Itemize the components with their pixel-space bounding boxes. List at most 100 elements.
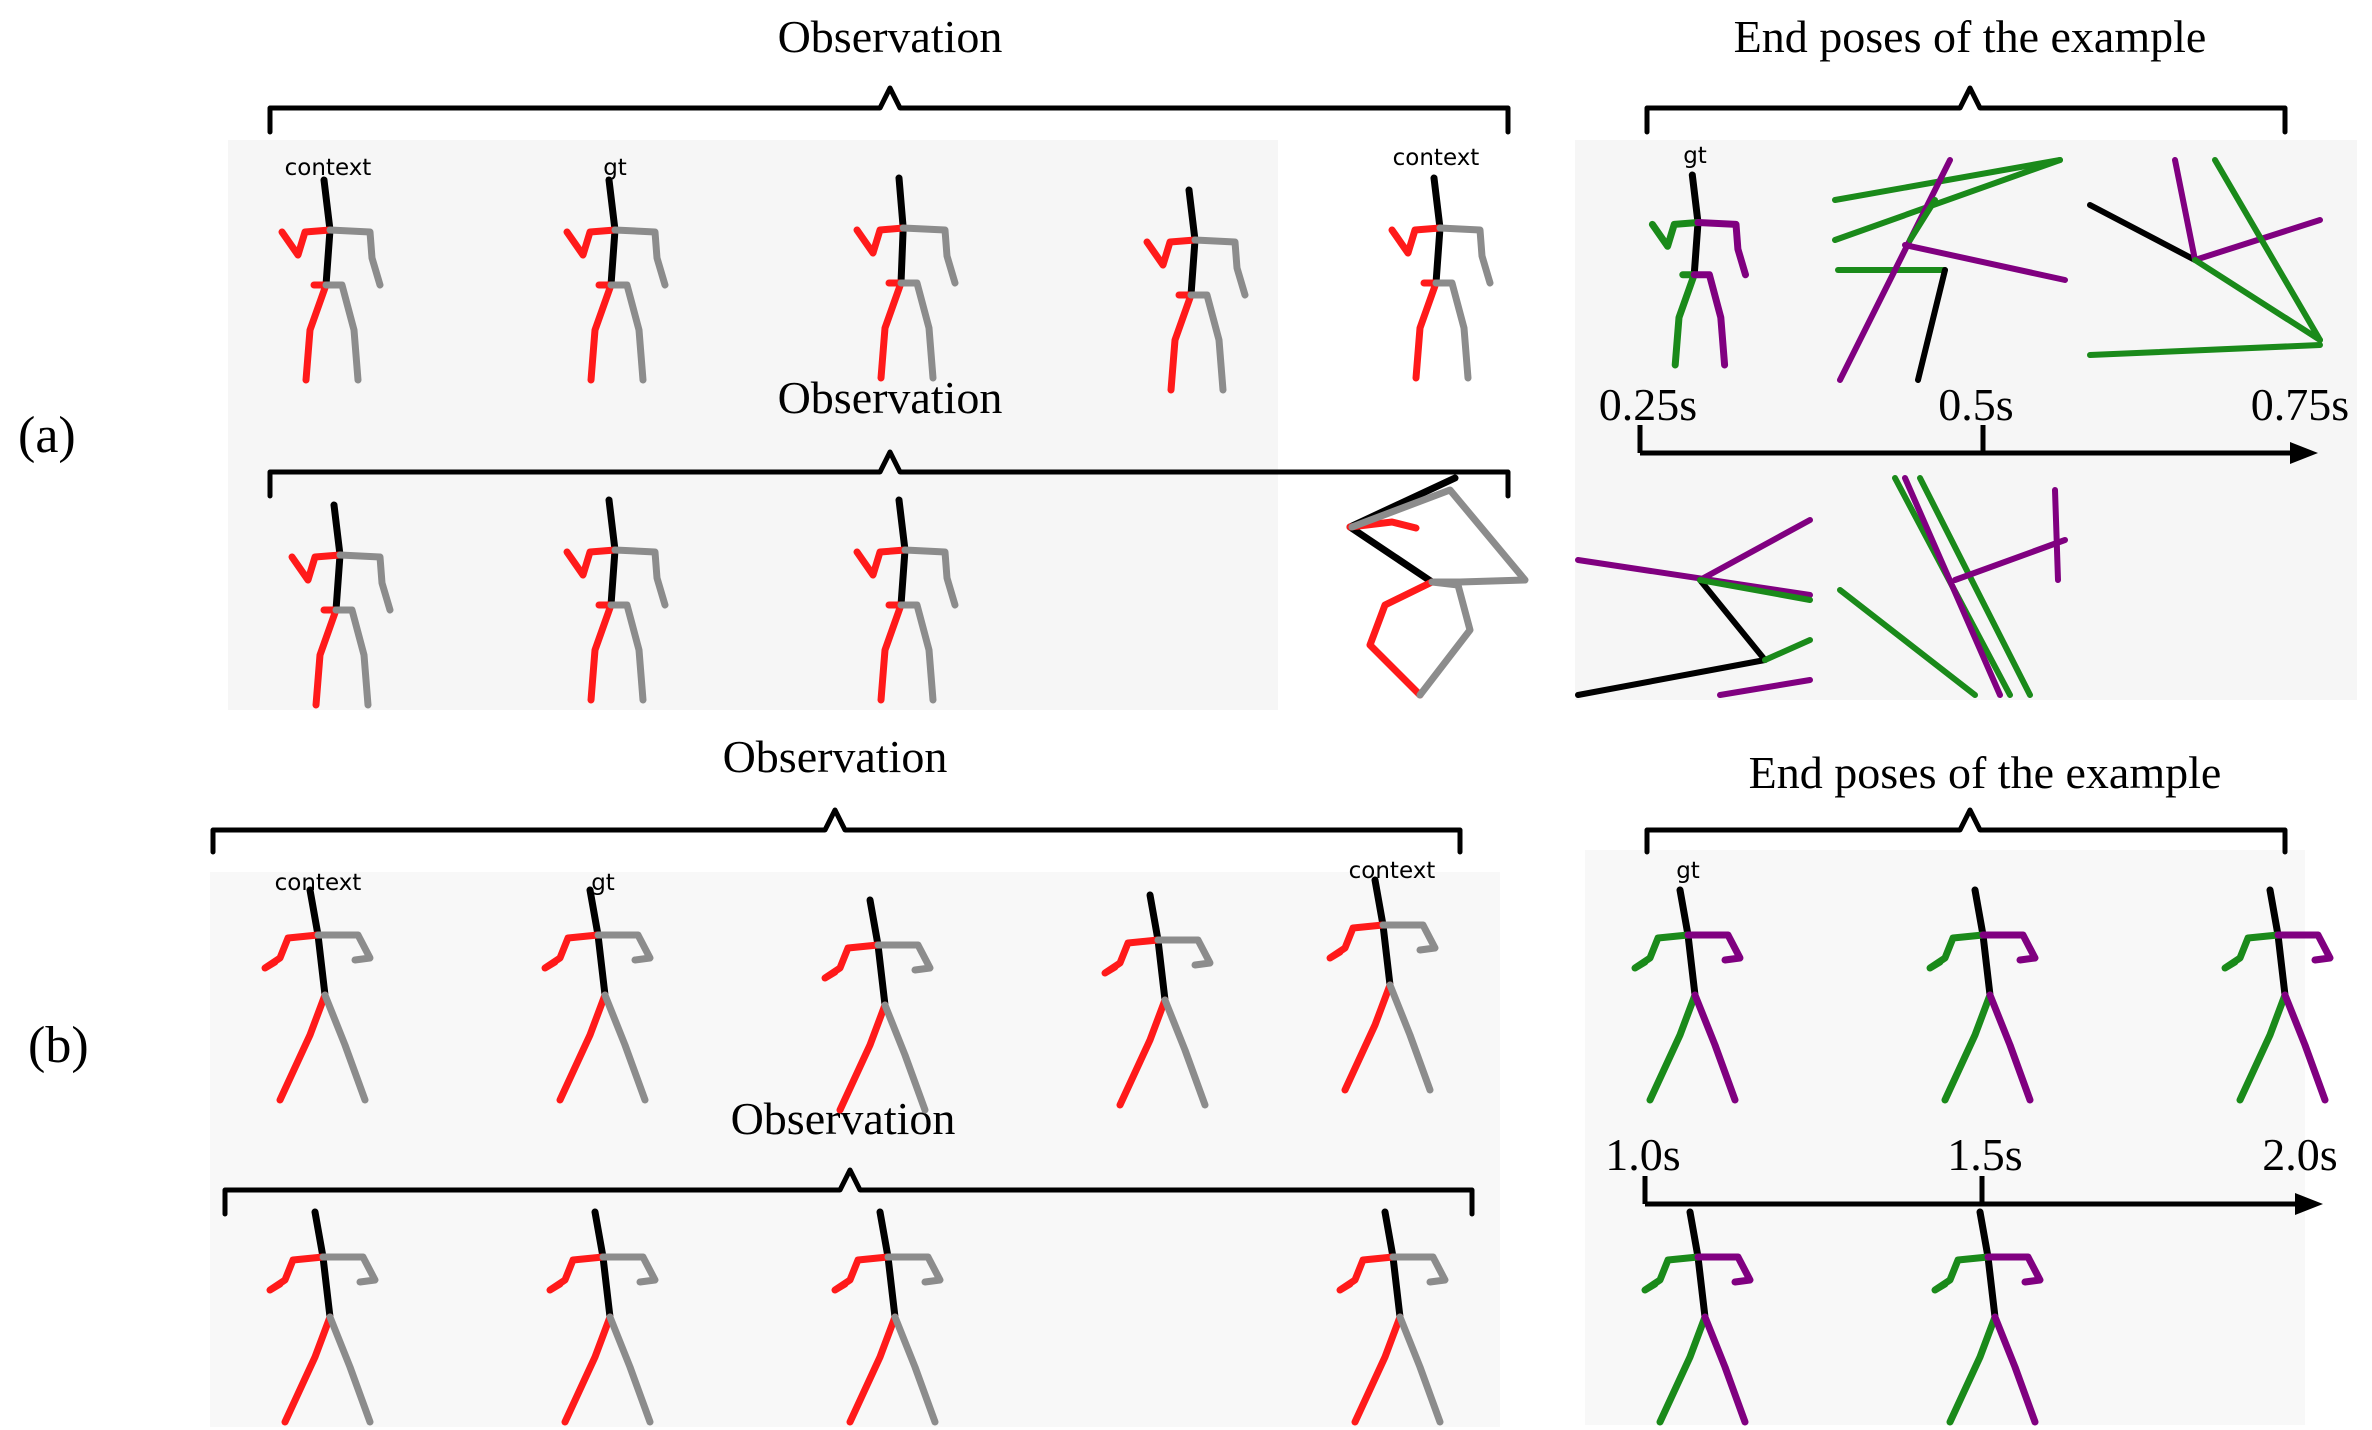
right-leg-line <box>1690 271 1729 369</box>
limb-line <box>1907 197 1938 243</box>
right-arm-line <box>901 546 959 609</box>
right-arm-line <box>1389 1253 1449 1286</box>
tag-gt-end-a: gt <box>1683 143 1707 169</box>
left-arm-line <box>1926 931 1987 972</box>
timeline-arrowhead-b <box>2295 1193 2323 1215</box>
timeline-a <box>1637 425 2295 456</box>
right-leg-line <box>606 1313 654 1426</box>
skeleton-a2-distorted <box>1346 474 1529 699</box>
left-leg-line <box>1351 1313 1404 1426</box>
right-arm-line <box>1979 931 2039 964</box>
brace-observation-a1 <box>267 85 1511 135</box>
limb-line <box>2192 217 2323 263</box>
skeleton-a1-4 <box>1388 174 1494 382</box>
left-leg-line <box>312 606 340 709</box>
brace-observation-a2 <box>267 449 1511 499</box>
skeleton-figures <box>261 157 2334 1426</box>
skeleton-b2-0 <box>266 1208 379 1426</box>
left-leg-line <box>1412 279 1440 382</box>
right-arm-line <box>599 1253 659 1286</box>
skeleton-b2-2 <box>831 1208 944 1426</box>
right-arm-line <box>1984 1253 2044 1286</box>
left-leg-line <box>1646 991 1699 1104</box>
tag-context-b-first: context <box>275 870 362 896</box>
timeline-label-a-2: 0.75s <box>2251 379 2349 430</box>
left-arm-line <box>821 941 882 982</box>
left-leg-line <box>561 1313 614 1426</box>
right-arm-line <box>611 226 669 289</box>
right-arm-line <box>1379 921 1439 954</box>
brace-end-poses-a <box>1644 85 2288 135</box>
tag-gt-a: gt <box>603 155 627 181</box>
left-arm-line <box>1326 921 1387 962</box>
right-leg-line <box>322 281 362 384</box>
limb-line <box>1952 537 2068 583</box>
spine-line <box>2087 202 2198 263</box>
left-arm-line <box>278 226 334 259</box>
right-arm-line <box>1348 486 1529 586</box>
panel-label-b: (b) <box>28 1017 89 1074</box>
limb-line <box>1832 157 2063 203</box>
right-arm-line <box>326 226 384 289</box>
skeleton-a2-1 <box>563 496 669 704</box>
skeleton-end-b1-0 <box>1631 886 1744 1104</box>
observation-frame-a <box>228 140 1278 710</box>
skeleton-end-a2-0 <box>1575 517 1813 698</box>
left-leg-line <box>877 279 905 382</box>
left-arm-line <box>541 931 602 972</box>
left-leg-line <box>276 991 329 1104</box>
limb-line <box>1837 157 1953 383</box>
skeleton-a1-3 <box>1143 186 1249 394</box>
timeline-label-b-0: 1.0s <box>1605 1129 1680 1180</box>
skeleton-b1-2 <box>821 896 934 1114</box>
skeleton-end-a-gt <box>1648 171 1749 369</box>
spine-line <box>1575 657 1768 698</box>
left-arm-line <box>1388 224 1444 257</box>
timeline-label-b-2: 2.0s <box>2262 1129 2337 1180</box>
limb-line <box>1917 475 2033 698</box>
left-arm-line <box>563 226 619 259</box>
left-leg-line <box>846 1313 899 1426</box>
timeline-label-b-1: 1.5s <box>1947 1129 2022 1180</box>
brace-observation-b2 <box>222 1167 1475 1217</box>
right-arm-line <box>874 941 934 974</box>
end-poses-title-a: End poses of the example <box>1734 11 2207 62</box>
limb-line <box>2052 487 2061 583</box>
right-leg-line <box>1161 996 1209 1109</box>
frame-backgrounds <box>210 140 2357 1427</box>
skeleton-end-b2-0 <box>1641 1208 1754 1426</box>
right-leg-line <box>1416 578 1474 699</box>
right-arm-line <box>314 931 374 964</box>
left-leg-line <box>556 991 609 1104</box>
left-arm-line <box>2221 931 2282 972</box>
right-arm-line <box>611 546 669 609</box>
tag-context-b-last: context <box>1349 858 1436 884</box>
right-leg-line <box>897 279 937 382</box>
left-leg-line <box>2236 991 2289 1104</box>
spine-line <box>1915 267 1948 383</box>
skeleton-b1-3 <box>1101 891 1214 1109</box>
skeleton-end-a2-1 <box>1837 475 2068 698</box>
right-arm-line <box>884 1253 944 1286</box>
left-leg-line <box>1116 996 1169 1109</box>
left-leg-line <box>1167 291 1195 394</box>
skeleton-end-b1-2 <box>2221 886 2334 1104</box>
right-arm-line <box>899 224 959 287</box>
left-leg-line <box>836 1001 889 1114</box>
limb-line <box>1697 517 1813 583</box>
skeleton-a1-1 <box>563 176 669 384</box>
right-leg-line <box>897 601 937 704</box>
left-arm-line <box>1143 236 1199 269</box>
skeleton-end-b2-1 <box>1931 1208 2044 1426</box>
limb-line <box>1902 242 2068 283</box>
right-leg-line <box>1701 1313 1749 1426</box>
right-leg-line <box>326 1313 374 1426</box>
right-leg-line <box>332 606 372 709</box>
timeline-arrowhead-a <box>2290 442 2318 464</box>
left-leg-line <box>1946 1313 1999 1426</box>
right-leg-line <box>321 991 369 1104</box>
right-leg-line <box>881 1001 929 1114</box>
skeleton-end-a-0.75s <box>2087 157 2323 358</box>
limb-line <box>2212 157 2323 343</box>
